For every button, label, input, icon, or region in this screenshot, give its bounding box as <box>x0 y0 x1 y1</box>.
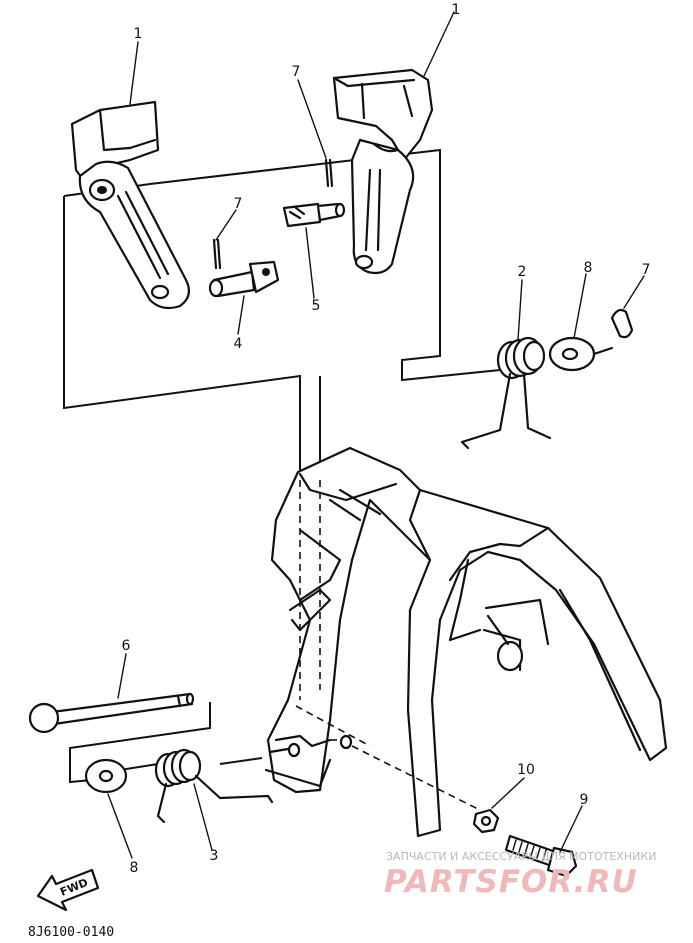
pin-part-4 <box>208 260 280 298</box>
main-body-frame <box>264 446 668 838</box>
label-part-5: 5 <box>312 298 321 314</box>
label-part-3: 3 <box>210 848 219 864</box>
label-part-7-mid: 7 <box>234 196 243 212</box>
cotter-pin-7-mid <box>212 238 222 270</box>
upper-frame-outline <box>63 148 501 470</box>
label-part-7-right: 7 <box>642 262 651 278</box>
label-part-6: 6 <box>122 638 131 654</box>
forward-direction-arrow: FWD <box>36 868 100 912</box>
bolt-part-9 <box>504 834 578 878</box>
watermark-logo: PARTSFOR.RU <box>384 864 638 900</box>
assembly-guide-lines <box>295 480 481 811</box>
label-part-10: 10 <box>517 762 535 778</box>
cotter-pin-7-top <box>324 158 334 188</box>
nut-part-10 <box>472 808 500 834</box>
label-part-4: 4 <box>234 336 243 352</box>
label-part-1-right: 1 <box>452 2 461 18</box>
label-part-8-bottom: 8 <box>130 860 139 876</box>
torsion-spring-part-2 <box>460 336 552 450</box>
callout-labels: 1 1 7 7 7 4 5 2 8 6 8 3 10 9 <box>122 2 651 876</box>
watermark: ЗАПЧАСТИ И АКСЕССУАРЫ ДЛЯ МОТОТЕХНИКИ PA… <box>384 850 656 900</box>
washer-part-8-bottom <box>84 758 128 794</box>
washer-part-8-top <box>548 336 614 372</box>
pin-part-6 <box>28 692 195 734</box>
pin-part-5 <box>282 202 346 228</box>
diagram-code: 8J6100-0140 <box>28 925 114 940</box>
label-part-1-left: 1 <box>134 26 143 42</box>
lower-frame-outline <box>69 702 263 784</box>
torsion-spring-part-3 <box>154 748 274 824</box>
bracket-part-1-right <box>332 68 434 275</box>
watermark-caption: ЗАПЧАСТИ И АКСЕССУАРЫ ДЛЯ МОТОТЕХНИКИ <box>386 850 656 863</box>
callout-leaders <box>107 11 645 859</box>
label-part-7-top: 7 <box>292 64 301 80</box>
label-part-2: 2 <box>518 264 527 280</box>
label-part-9: 9 <box>580 792 589 808</box>
label-part-8-top: 8 <box>584 260 593 276</box>
bracket-part-1-left <box>70 100 191 310</box>
cotter-pin-7-right <box>610 308 634 339</box>
